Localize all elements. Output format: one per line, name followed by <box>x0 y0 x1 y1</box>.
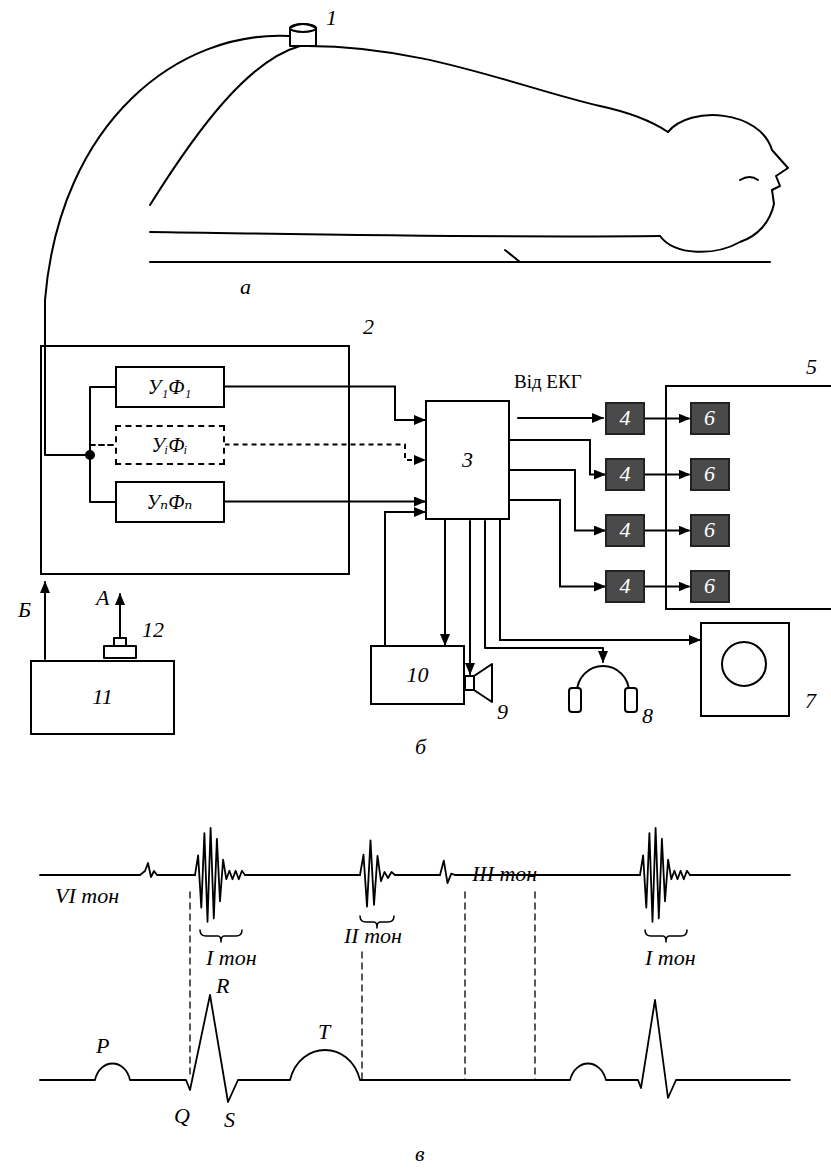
arrow <box>119 594 121 637</box>
bracket <box>645 930 687 942</box>
block-label: 10 <box>407 663 429 687</box>
panel-letter: б <box>415 735 426 759</box>
speaker-icon <box>465 664 492 702</box>
patient-figure <box>150 46 788 262</box>
signal-wire <box>645 530 690 532</box>
channel-block: 4 <box>605 570 645 603</box>
wire <box>90 387 115 502</box>
amplifier-filter-unit: 2У₁Ф₁УᵢФᵢУₙФₙ <box>40 345 350 575</box>
signal-wire <box>645 474 690 476</box>
block-label: 6 <box>704 406 715 430</box>
screen-symbol <box>702 624 788 715</box>
ecg-wave-label: T <box>318 1020 330 1044</box>
channel-block: 4 <box>605 402 645 435</box>
block-label: У₁Ф₁ <box>148 376 191 398</box>
block-label: 6 <box>704 574 715 598</box>
signal-label: А <box>96 586 109 610</box>
signal-wire <box>500 520 700 640</box>
cable <box>45 36 290 455</box>
microphone <box>290 24 316 46</box>
heart-sound-label: III тон <box>472 862 537 886</box>
wire <box>90 444 115 446</box>
screen-circle <box>722 642 766 686</box>
signal-wire <box>444 520 446 645</box>
ecg-wave-label: R <box>216 974 229 998</box>
callout-number: 1 <box>326 6 337 30</box>
ecg-wave-label: Q <box>174 1104 190 1128</box>
recorder-unit: 56666 <box>665 385 831 610</box>
signal-wire <box>225 501 426 503</box>
recorder-channel: 6 <box>690 458 730 491</box>
switch-block: 3 <box>425 400 510 520</box>
signal-label: Від ЕКГ <box>514 372 582 393</box>
block-label: 6 <box>704 518 715 542</box>
block-label: 3 <box>462 448 473 472</box>
amplifier-filter: УᵢФᵢ <box>115 425 225 465</box>
signal-wire <box>510 500 605 587</box>
arrow <box>44 582 46 659</box>
block-label: 4 <box>620 462 631 486</box>
signal-wire <box>225 445 426 461</box>
callout-number: 7 <box>805 689 816 713</box>
sound-burst <box>195 828 245 922</box>
sensor-device <box>104 638 136 658</box>
signal-label: Б <box>18 598 31 622</box>
recorder-channel: 6 <box>690 402 730 435</box>
ecg-wave-label: P <box>96 1034 109 1058</box>
sound-burst <box>440 861 455 884</box>
block-label: 4 <box>620 406 631 430</box>
heart-sound-label: I тон <box>206 946 257 970</box>
channel-block: 4 <box>605 514 645 547</box>
block-label: 6 <box>704 462 715 486</box>
ecg-trace <box>40 995 790 1102</box>
callout-number: 12 <box>142 618 164 642</box>
panel-letter: а <box>240 275 251 299</box>
signal-wire <box>645 418 690 420</box>
recorder-channel: 6 <box>690 514 730 547</box>
callout-number: 5 <box>806 355 817 379</box>
signal-wire <box>385 512 425 645</box>
signal-wire <box>225 387 426 421</box>
heart-sound-label: I тон <box>645 946 696 970</box>
oscilloscope: 7 <box>700 622 790 717</box>
phonocardiogram-trace <box>40 828 790 922</box>
headphones-icon <box>569 666 637 712</box>
ecg-wave-label: S <box>224 1108 235 1132</box>
channel-block: 4 <box>605 458 645 491</box>
recorder-channel: 6 <box>690 570 730 603</box>
sound-burst <box>360 840 395 906</box>
callout-number: 2 <box>363 315 374 339</box>
wire <box>518 417 603 419</box>
block-label: 4 <box>620 574 631 598</box>
block-label: УₙФₙ <box>147 491 193 513</box>
control-block: 10 <box>370 645 465 705</box>
signal-wire <box>645 586 690 588</box>
block-label: 4 <box>620 518 631 542</box>
block-label: 11 <box>92 685 112 709</box>
wire <box>469 521 471 674</box>
callout-number: 9 <box>497 700 508 724</box>
bracket <box>200 916 687 942</box>
block-label: УᵢФᵢ <box>152 434 188 456</box>
heart-sound-label: VI тон <box>55 884 119 908</box>
bracket <box>200 930 242 942</box>
heart-sound-label: II тон <box>344 924 402 948</box>
sound-burst <box>640 828 690 922</box>
panel-letter: в <box>415 1142 425 1166</box>
amplifier-filter: У₁Ф₁ <box>115 366 225 408</box>
time-marker <box>190 892 535 1080</box>
calibration-block: 11 <box>30 660 175 735</box>
amplifier-filter: УₙФₙ <box>115 481 225 523</box>
callout-number: 8 <box>642 704 653 728</box>
